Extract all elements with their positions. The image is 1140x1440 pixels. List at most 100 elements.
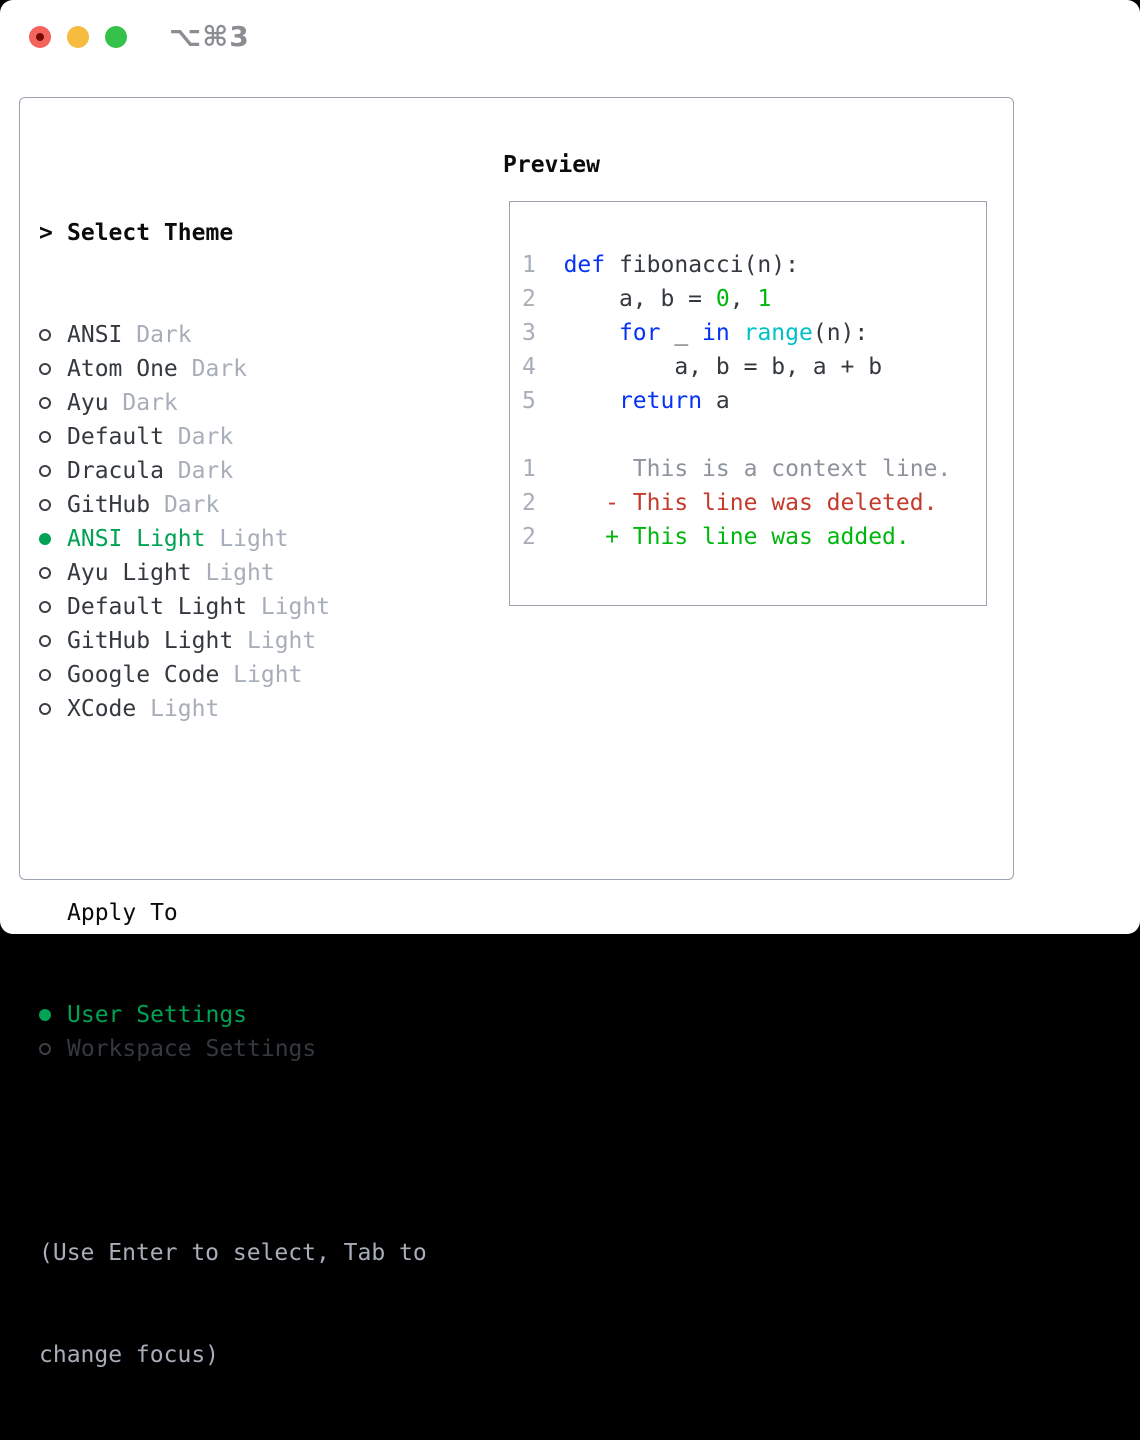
apply-to-title: Apply To	[67, 900, 178, 926]
theme-option-atom-one[interactable]: Atom One Dark	[39, 352, 427, 386]
theme-option-ansi-light[interactable]: ANSI Light Light	[39, 522, 427, 556]
help-text-line-2: change focus)	[39, 1342, 220, 1368]
option-label: Ayu Light	[67, 560, 192, 586]
option-variant-tag: Light	[191, 560, 275, 586]
code-segment: (n):	[812, 320, 869, 346]
code-segment: 0	[715, 286, 730, 312]
option-label: Ayu	[67, 390, 109, 416]
code-segment: in	[702, 320, 730, 346]
code-segment: _	[660, 320, 703, 346]
code-segment: 1	[757, 286, 772, 312]
code-line: 2 a, b = 0, 1	[522, 282, 986, 316]
option-label: Default	[67, 424, 164, 450]
code-segment: a, b =	[535, 286, 716, 312]
theme-option-google-code[interactable]: Google Code Light	[39, 658, 427, 692]
radio-icon	[39, 567, 51, 579]
spacer	[39, 794, 427, 828]
theme-option-xcode[interactable]: XCode Light	[39, 692, 427, 726]
code-line: 1 This is a context line.	[522, 452, 986, 486]
code-segment	[536, 490, 605, 516]
close-button-icon[interactable]	[29, 26, 51, 48]
preview-column: Preview 1 def fibonacci(n):2 a, b = 0, 1…	[503, 148, 987, 606]
titlebar: ⌥⌘3	[29, 23, 250, 51]
theme-option-ayu-light[interactable]: Ayu Light Light	[39, 556, 427, 590]
code-line: 1 def fibonacci(n):	[522, 248, 986, 282]
option-variant-tag: Dark	[150, 492, 220, 518]
code-segment	[536, 388, 619, 414]
code-segment: fibonacci(n):	[605, 252, 799, 278]
code-segment: + This line was added.	[605, 524, 910, 550]
code-segment: a	[702, 388, 730, 414]
option-variant-tag: Dark	[163, 424, 234, 450]
option-label: Dracula	[67, 458, 164, 484]
code-segment: a, b = b, a + b	[535, 354, 883, 380]
code-line: 4 a, b = b, a + b	[522, 350, 986, 384]
preview-title: Preview	[503, 152, 600, 178]
theme-option-ansi[interactable]: ANSI Dark	[39, 318, 427, 352]
line-number: 3	[522, 320, 536, 346]
option-variant-tag: Light	[219, 662, 303, 688]
code-segment: - This line was deleted.	[605, 490, 938, 516]
code-segment: return	[618, 388, 703, 414]
theme-option-github-light[interactable]: GitHub Light Light	[39, 624, 427, 658]
option-variant-tag: Light	[247, 594, 331, 620]
option-label: Atom One	[67, 356, 178, 382]
option-label: ANSI	[67, 322, 123, 348]
line-number: 1	[522, 456, 536, 482]
option-label: Google Code	[67, 662, 220, 688]
code-segment: for	[618, 320, 661, 346]
theme-option-dracula[interactable]: Dracula Dark	[39, 454, 427, 488]
theme-option-default-light[interactable]: Default Light Light	[39, 590, 427, 624]
apply-option-user-settings[interactable]: User Settings	[39, 998, 427, 1032]
theme-option-ayu[interactable]: Ayu Dark	[39, 386, 427, 420]
apply-option-workspace-settings[interactable]: Workspace Settings	[39, 1032, 427, 1066]
option-variant-tag: Dark	[122, 322, 192, 348]
code-segment	[536, 252, 564, 278]
radio-selected-icon	[39, 1009, 51, 1021]
radio-icon	[39, 669, 51, 681]
radio-icon	[39, 329, 51, 341]
option-label: GitHub Light	[67, 628, 234, 654]
line-number: 4	[522, 354, 536, 380]
radio-icon	[39, 601, 51, 613]
code-line: 3 for _ in range(n):	[522, 316, 986, 350]
code-segment	[730, 320, 744, 346]
option-variant-tag: Dark	[177, 356, 248, 382]
theme-option-github[interactable]: GitHub Dark	[39, 488, 427, 522]
radio-icon	[39, 499, 51, 511]
option-label: Workspace Settings	[67, 1036, 317, 1062]
option-variant-tag: Light	[233, 628, 317, 654]
minimize-button-icon[interactable]	[67, 26, 89, 48]
line-number: 1	[522, 252, 536, 278]
code-line: 5 return a	[522, 384, 986, 418]
code-segment: ,	[729, 286, 758, 312]
radio-icon	[39, 635, 51, 647]
code-segment: This is a context line.	[535, 456, 952, 482]
code-line: 2 - This line was deleted.	[522, 486, 986, 520]
theme-list-title: Select Theme	[67, 220, 234, 246]
option-label: Default Light	[67, 594, 248, 620]
radio-icon	[39, 703, 51, 715]
code-segment	[536, 524, 605, 550]
option-label: XCode	[67, 696, 137, 722]
code-segment	[536, 320, 619, 346]
theme-list-header: >Select Theme	[39, 216, 427, 250]
line-number: 2	[522, 286, 536, 312]
option-variant-tag: Light	[205, 526, 289, 552]
code-segment: range	[743, 320, 813, 346]
help-text-line-1: (Use Enter to select, Tab to	[39, 1240, 427, 1266]
theme-option-default[interactable]: Default Dark	[39, 420, 427, 454]
code-line	[522, 418, 986, 452]
option-label: ANSI Light	[67, 526, 206, 552]
close-dot-icon	[36, 33, 44, 41]
radio-icon	[39, 1043, 51, 1055]
zoom-button-icon[interactable]	[105, 26, 127, 48]
radio-selected-icon	[39, 533, 51, 545]
